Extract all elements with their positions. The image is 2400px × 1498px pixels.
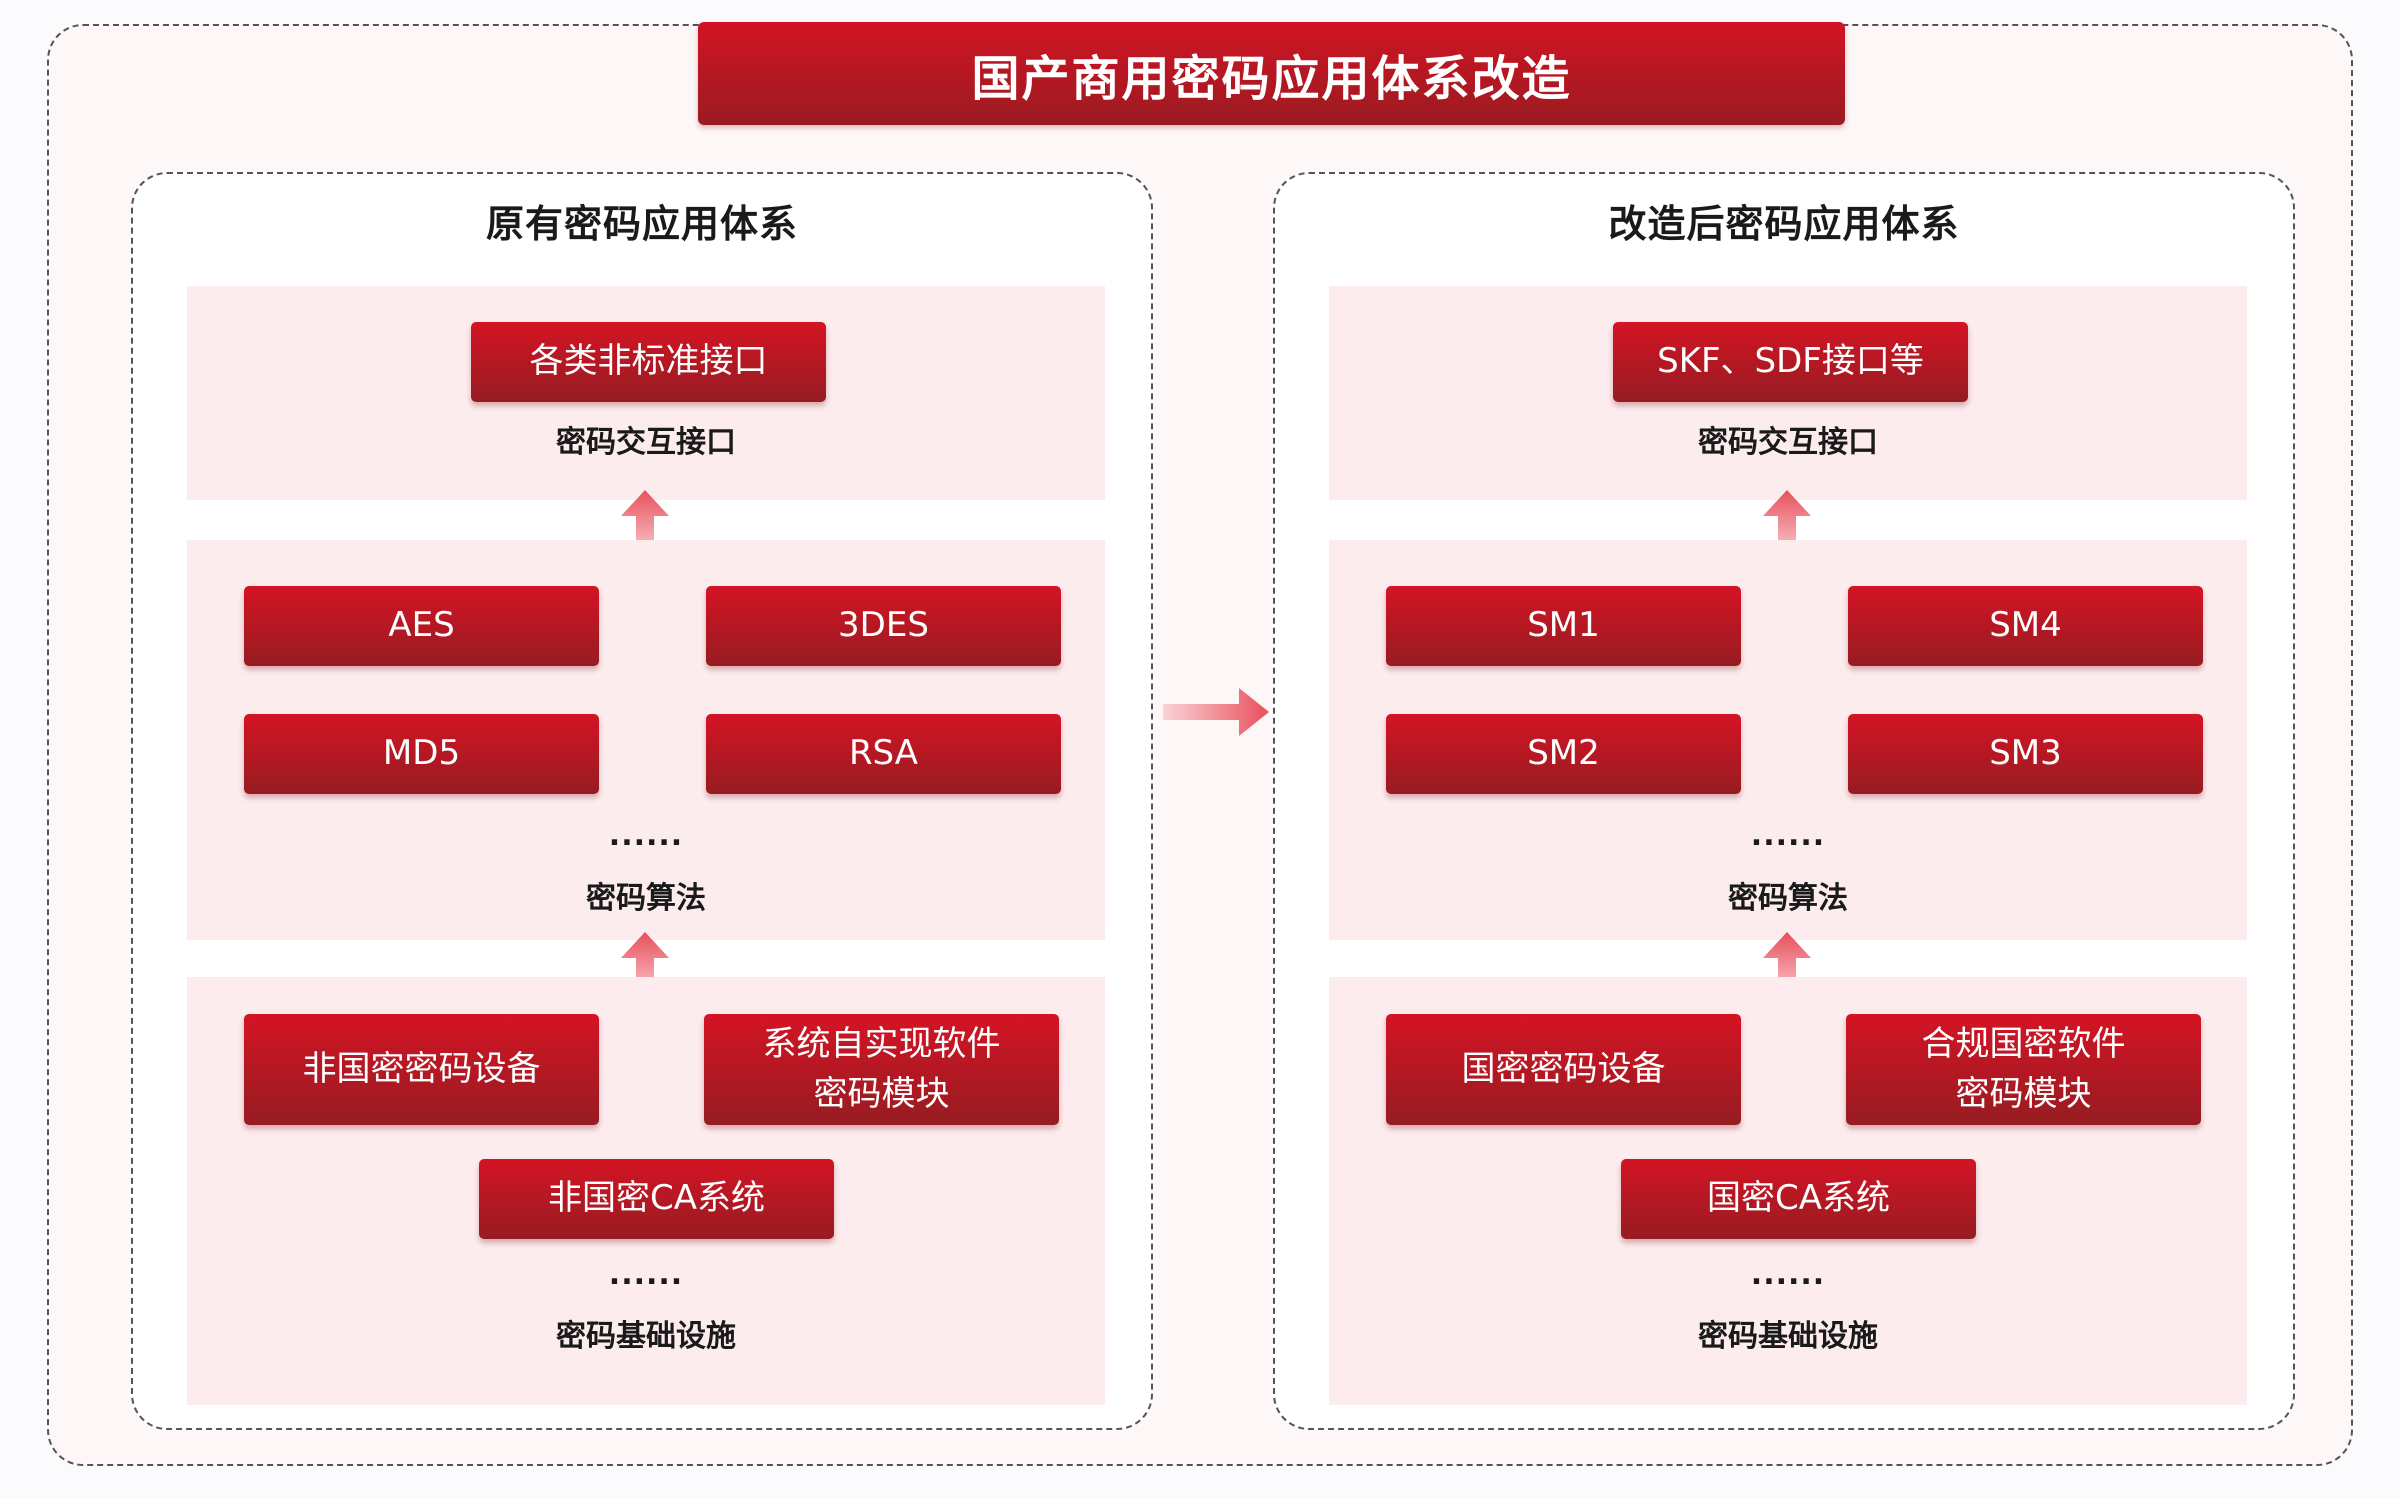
algorithm-item: MD5 [244,714,599,794]
section-interface-renovated: SKF、SDF接口等 密码交互接口 [1329,286,2247,500]
algorithm-item: AES [244,586,599,666]
up-arrow-icon [1763,490,1811,560]
up-arrow-icon [1763,932,1811,1002]
infrastructure-label: 密码基础设施 [556,1319,736,1354]
interface-button: 各类非标准接口 [471,322,826,402]
interface-label: 密码交互接口 [1698,425,1878,460]
infrastructure-label: 密码基础设施 [1698,1319,1878,1354]
infrastructure-ellipsis: ...... [608,1256,684,1292]
infrastructure-item: 系统自实现软件 密码模块 [704,1014,1059,1125]
algorithm-label: 密码算法 [586,881,706,916]
section-interface-original: 各类非标准接口 密码交互接口 [187,286,1105,500]
algorithm-item: SM1 [1386,586,1741,666]
algorithm-item: SM3 [1848,714,2203,794]
infrastructure-item: 国密CA系统 [1621,1159,1976,1239]
panel-title-original: 原有密码应用体系 [485,201,798,246]
algorithm-item: SM2 [1386,714,1741,794]
section-infrastructure-renovated: 国密密码设备 合规国密软件 密码模块 国密CA系统 ...... 密码基础设施 [1329,977,2247,1405]
infrastructure-item: 非国密CA系统 [479,1159,834,1239]
interface-button: SKF、SDF接口等 [1613,322,1968,402]
right-arrow-icon [1163,688,1269,736]
interface-label: 密码交互接口 [556,425,736,460]
infrastructure-item: 合规国密软件 密码模块 [1846,1014,2201,1125]
algorithm-ellipsis: ...... [1750,817,1826,853]
algorithm-label: 密码算法 [1728,881,1848,916]
algorithm-item: RSA [706,714,1061,794]
panel-renovated-system: 改造后密码应用体系 SKF、SDF接口等 密码交互接口 SM1 SM4 SM2 … [1273,172,2295,1430]
section-infrastructure-original: 非国密密码设备 系统自实现软件 密码模块 非国密CA系统 ...... 密码基础… [187,977,1105,1405]
section-algorithms-renovated: SM1 SM4 SM2 SM3 ...... 密码算法 [1329,540,2247,940]
panel-title-renovated: 改造后密码应用体系 [1608,201,1960,246]
algorithm-item: SM4 [1848,586,2203,666]
panel-original-system: 原有密码应用体系 各类非标准接口 密码交互接口 AES 3DES MD5 RSA… [131,172,1153,1430]
infrastructure-ellipsis: ...... [1750,1256,1826,1292]
up-arrow-icon [621,490,669,560]
diagram-title: 国产商用密码应用体系改造 [698,22,1845,125]
infrastructure-item: 国密密码设备 [1386,1014,1741,1125]
algorithm-item: 3DES [706,586,1061,666]
algorithm-ellipsis: ...... [608,817,684,853]
infrastructure-item: 非国密密码设备 [244,1014,599,1125]
section-algorithms-original: AES 3DES MD5 RSA ...... 密码算法 [187,540,1105,940]
up-arrow-icon [621,932,669,1002]
